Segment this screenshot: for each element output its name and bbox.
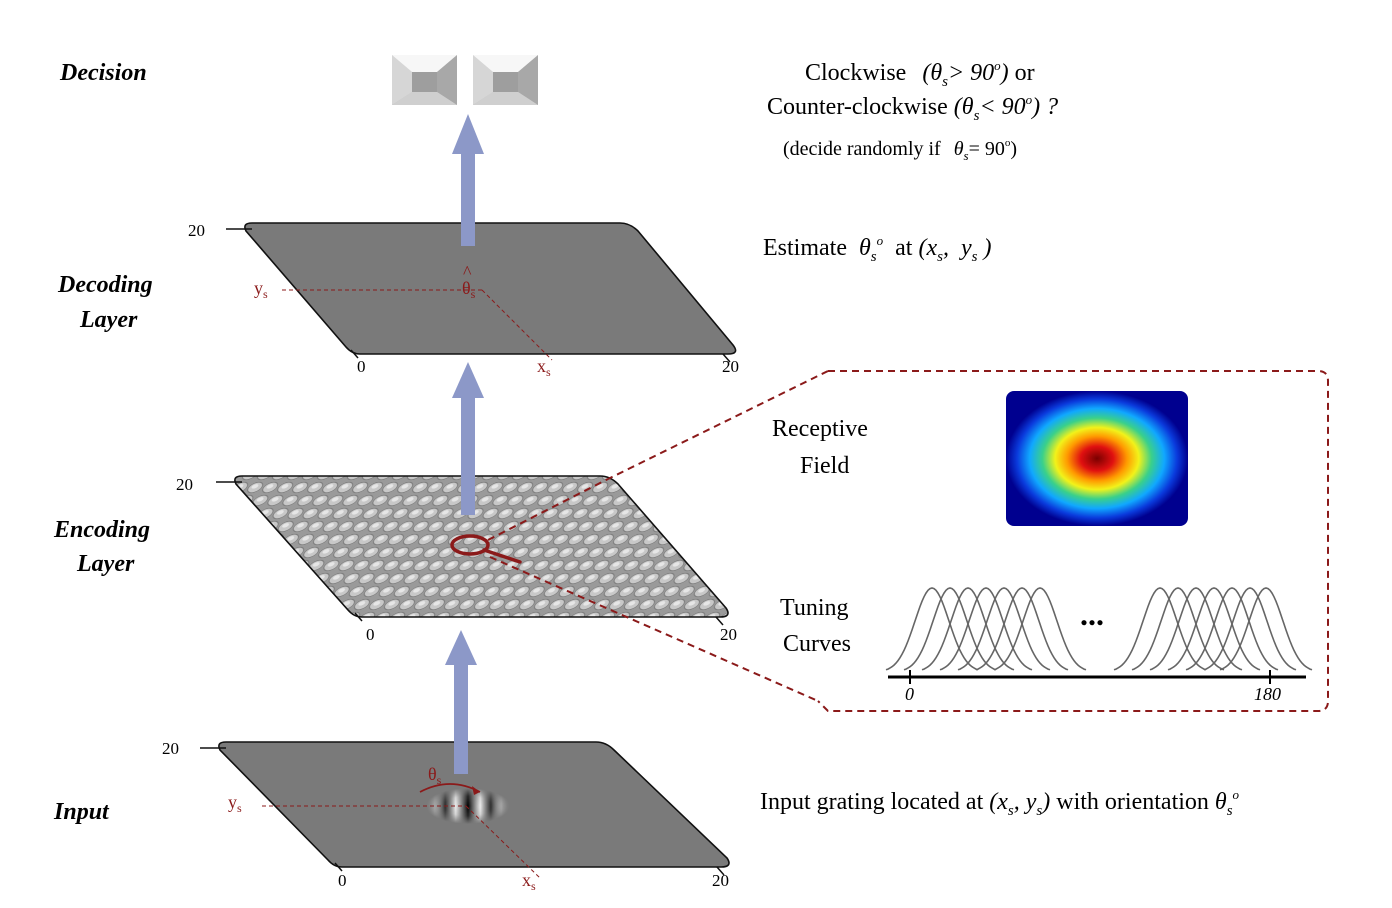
receptive-field-label-line2: Field xyxy=(800,453,849,479)
arrow-up-icon xyxy=(452,362,484,515)
tuning-curve xyxy=(921,587,1015,671)
decoding-y-label: ys xyxy=(254,278,268,301)
tuning-curve xyxy=(957,587,1051,671)
input-theta-label: θs xyxy=(428,764,442,787)
decision-buttons xyxy=(392,55,538,105)
label-encoding-line1: Encoding xyxy=(53,517,150,543)
decoding-x-max-tick: 20 xyxy=(722,357,739,376)
decision-line2: Counter-clockwise (θs< 90o) ? xyxy=(767,92,1058,124)
label-decision: Decision xyxy=(59,60,147,86)
arrow-up-icon xyxy=(452,114,484,246)
arrows xyxy=(445,114,484,774)
tuning-curve xyxy=(1203,587,1297,671)
label-decoding-line2: Layer xyxy=(79,307,138,333)
input-x-max-tick: 20 xyxy=(712,871,729,890)
tuning-curve xyxy=(885,587,979,671)
label-input: Input xyxy=(53,799,110,825)
tuning-curve xyxy=(903,587,997,671)
tuning-ellipsis: ... xyxy=(1080,596,1104,632)
decoding-y-max-tick: 20 xyxy=(188,221,205,240)
tuning-axis-min: 0 xyxy=(905,684,914,704)
input-y-label: ys xyxy=(228,792,242,815)
input-y-max-tick: 20 xyxy=(162,739,179,758)
decoding-x-label: xs xyxy=(537,356,551,379)
decision-line3: (decide randomly if θs= 90o) xyxy=(783,137,1017,163)
estimate-text: Estimate θso at (xs, ys) xyxy=(763,225,991,265)
input-x-min-tick: 0 xyxy=(338,871,347,890)
tuning-curve xyxy=(1131,587,1225,671)
inset-callout xyxy=(487,370,1329,712)
tuning-curve xyxy=(975,587,1069,671)
encoding-y-max-tick: 20 xyxy=(176,475,193,494)
receptive-field-label-line1: Receptive xyxy=(772,416,868,442)
encoding-x-max-tick: 20 xyxy=(720,625,737,644)
decision-line1: Clockwise (θs> 90o) or xyxy=(805,58,1035,90)
input-description: Input grating located at (xs, ys) with o… xyxy=(760,787,1240,819)
magnifier-icon xyxy=(450,534,522,564)
tuning-curve xyxy=(1167,587,1261,671)
tuning-curve xyxy=(939,587,1033,671)
tuning-curves-label-line1: Tuning xyxy=(780,595,848,621)
tuning-curve xyxy=(1185,587,1279,671)
orientation-arrow-icon xyxy=(472,786,480,795)
tuning-curve xyxy=(1113,587,1207,671)
tuning-curve xyxy=(993,587,1087,671)
label-encoding-line2: Layer xyxy=(76,551,135,577)
tuning-curve xyxy=(1149,587,1243,671)
label-decoding-line1: Decoding xyxy=(57,272,153,298)
input-plane xyxy=(200,741,730,879)
tuning-curves-label-line2: Curves xyxy=(783,631,851,657)
decoding-theta-label: θs xyxy=(462,278,476,301)
tuning-curves xyxy=(885,587,1313,671)
tuning-curve xyxy=(1219,587,1313,671)
arrow-up-icon xyxy=(445,630,477,774)
clockwise-button-icon xyxy=(392,55,457,105)
decoding-theta-hat-icon: ^ xyxy=(463,262,472,282)
encoding-plane xyxy=(216,475,729,626)
input-x-label: xs xyxy=(522,870,536,893)
receptive-field-heatmap xyxy=(1006,391,1188,526)
decoding-x-min-tick: 0 xyxy=(357,357,366,376)
decoding-plane xyxy=(226,222,737,363)
tuning-axis-max: 180 xyxy=(1254,684,1281,704)
encoding-x-min-tick: 0 xyxy=(366,625,375,644)
counterclockwise-button-icon xyxy=(473,55,538,105)
